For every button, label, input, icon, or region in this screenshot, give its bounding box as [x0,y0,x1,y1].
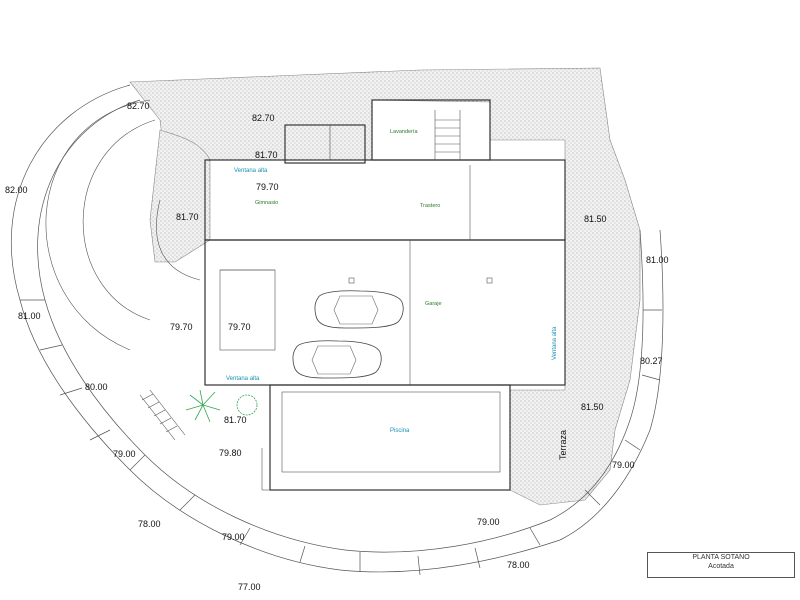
garden-stairs [139,389,186,441]
level-81-00-b: 81.00 [18,311,41,321]
label-ventana-alta-top: Ventana alta [234,168,268,174]
level-79-00-c: 79.00 [477,517,500,527]
level-79-00-b: 79.00 [612,460,635,470]
label-piscina: Piscina [390,428,410,434]
level-80-27: 80.27 [640,356,663,366]
svg-text:Gimnasio: Gimnasio [255,200,278,206]
car-top [314,290,404,329]
level-78-00-a: 78.00 [138,519,161,529]
level-79-70-a: 79.70 [256,182,279,192]
terrain-hatch-left [149,129,211,263]
car-bottom [292,340,382,379]
pool-inner [281,391,501,473]
label-ventana-alta-right: Ventana alta [552,326,558,360]
level-81-70-b: 81.70 [176,212,199,222]
level-77-00: 77.00 [238,582,261,592]
svg-text:Garaje: Garaje [425,301,442,307]
ramp-inner-arc [82,119,156,321]
level-79-00-d: 79.00 [222,532,245,542]
ramp-outer-arc [45,99,151,351]
bathroom-block [284,124,366,164]
level-81-70-c: 81.70 [224,415,247,425]
level-81-50-a: 81.50 [584,214,607,224]
pool-outer [269,384,511,491]
title-block: PLANTA SOTANO Acotada [647,552,795,578]
title-block-subtitle: Acotada [708,563,734,570]
level-79-80: 79.80 [219,448,242,458]
level-82-70-b: 82.70 [252,113,275,123]
level-82-00: 82.00 [5,185,28,195]
level-79-00-a: 79.00 [113,449,136,459]
title-block-title: PLANTA SOTANO [692,554,750,561]
plant-shrub [236,394,258,416]
level-81-70-a: 81.70 [255,150,278,160]
plant-palm [185,389,221,423]
svg-text:Lavandería: Lavandería [390,129,418,135]
level-79-70-b: 79.70 [170,322,193,332]
label-terraza: Terraza [558,430,568,460]
staircase [434,110,461,160]
stair-tower [371,99,491,161]
ramp-mid-arc [156,199,201,281]
stone-boundary [11,84,664,576]
level-79-70-c: 79.70 [228,322,251,332]
level-81-00-a: 81.00 [646,255,669,265]
level-80-00: 80.00 [85,382,108,392]
label-ventana-alta-bottom: Ventana alta [226,376,260,382]
level-81-50-b: 81.50 [581,402,604,412]
level-78-00-b: 78.00 [507,560,530,570]
level-82-70-a: 82.70 [127,101,150,111]
svg-text:Trastero: Trastero [420,203,440,209]
